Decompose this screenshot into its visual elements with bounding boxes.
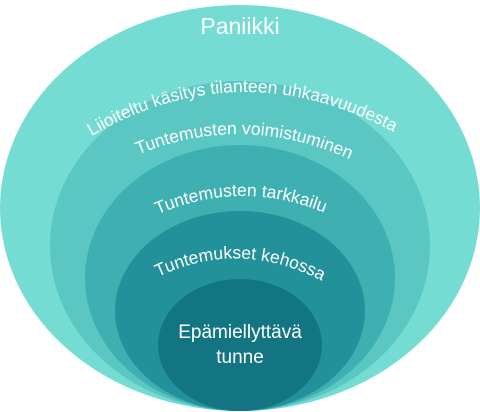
ring-core bbox=[158, 279, 322, 411]
core-label-line-1: Epämiellyttävä bbox=[178, 322, 302, 343]
core-label-line-2: tunne bbox=[216, 347, 264, 368]
diagram-title: Paniikki bbox=[200, 13, 279, 39]
